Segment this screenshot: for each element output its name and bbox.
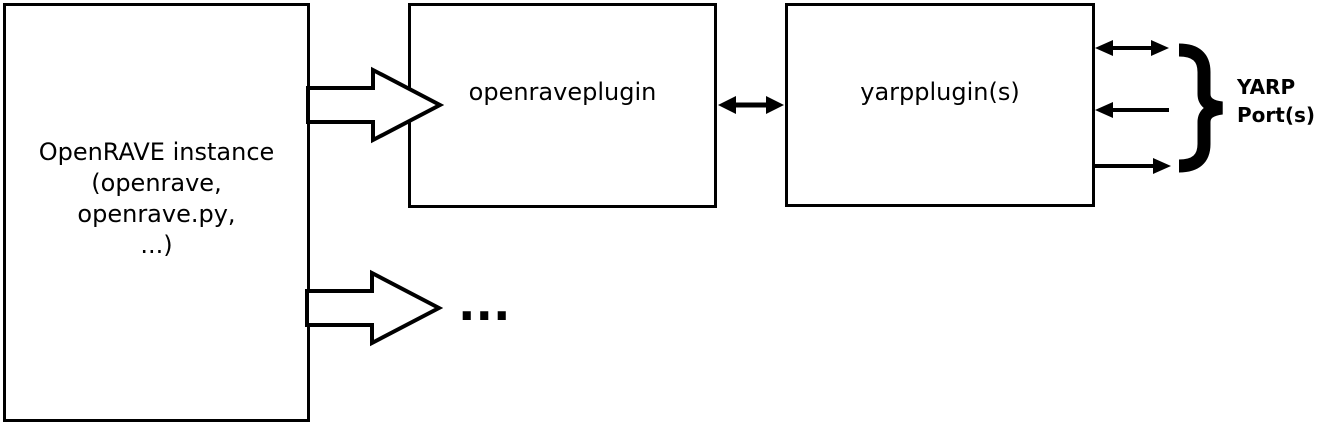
ellipsis-label: ... [458,277,511,331]
hollow-arrow-to-ellipsis-icon [305,269,443,347]
openrave-instance-line1: OpenRAVE instance [38,137,275,166]
yarpplugin-label: yarpplugin(s) [860,77,1020,106]
yarp-ports-line2: Port(s) [1237,103,1316,127]
openraveplugin-label: openraveplugin [468,78,657,106]
double-arrow-openraveplugin-yarpplugin-icon [718,96,784,114]
yarp-ports-line1: YARP [1237,75,1296,99]
curly-brace-icon [1178,43,1223,173]
openrave-instance-box: OpenRAVE instance (openrave, openrave.py… [3,3,310,422]
openrave-instance-label: OpenRAVE instance (openrave, openrave.py… [39,137,275,261]
hollow-arrow-to-openraveplugin-icon [306,66,444,144]
port-arrow-bottom-icon [1093,158,1171,174]
port-arrow-top-icon [1095,40,1169,56]
port-arrow-middle-icon [1095,102,1169,118]
openrave-instance-line4: ...) [140,230,173,259]
openrave-instance-line2: (openrave, [91,168,222,197]
yarpplugin-box: yarpplugin(s) [785,3,1095,207]
openrave-instance-line3: openrave.py, [77,199,236,228]
openraveplugin-box: openraveplugin [408,3,717,208]
yarp-ports-label: YARP Port(s) [1237,73,1315,129]
